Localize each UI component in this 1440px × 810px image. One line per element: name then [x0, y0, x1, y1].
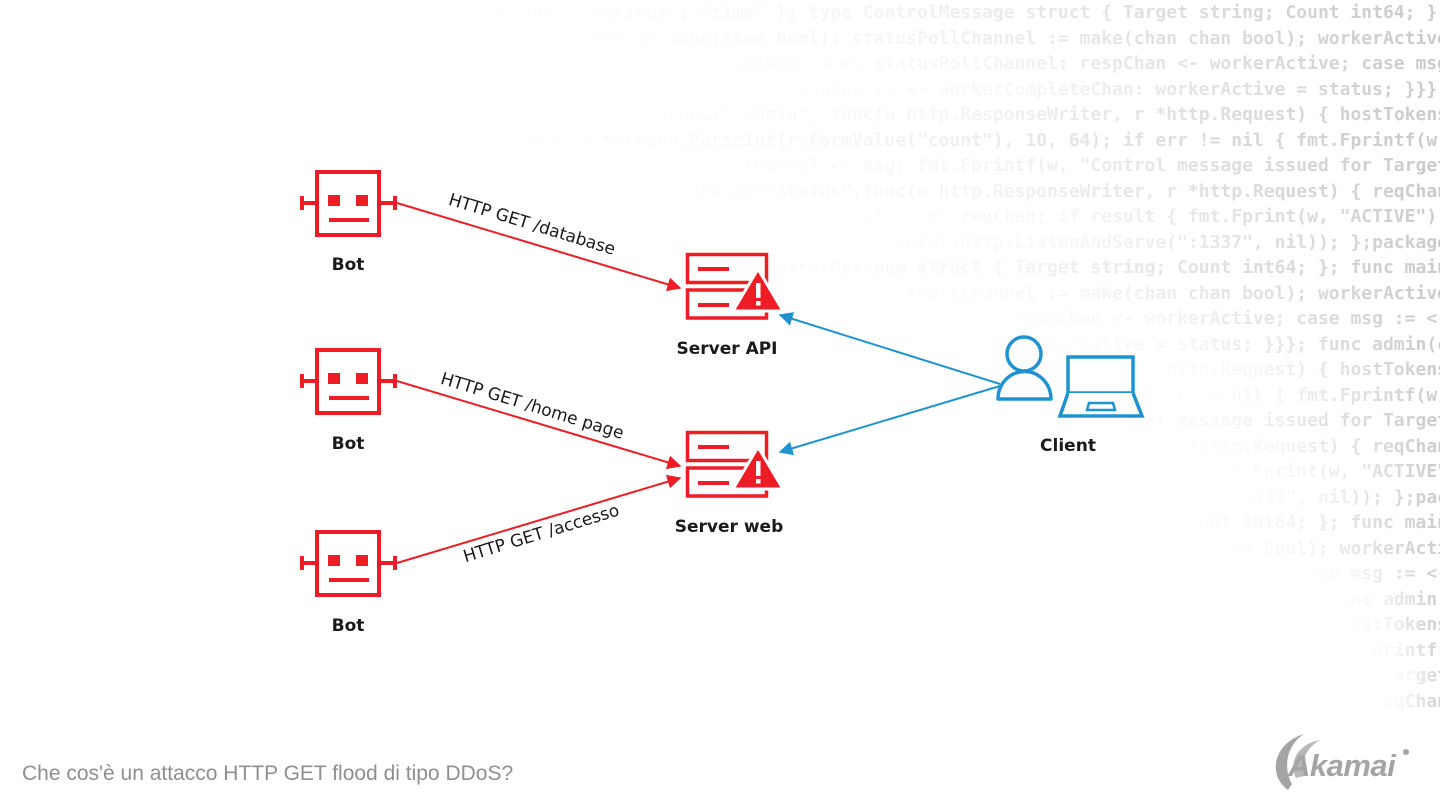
ddos-diagram: Bot Bot Bot Server API Server web Client…	[300, 170, 1145, 636]
server-web-icon	[685, 430, 786, 498]
client-label: Client	[1040, 436, 1096, 456]
user-icon	[996, 335, 1053, 401]
bot-icon	[300, 170, 397, 237]
akamai-logo: Akamai	[1268, 732, 1428, 794]
server-api-label: Server API	[676, 339, 778, 359]
warning-triangle-icon	[730, 444, 786, 491]
akamai-logo-text: Akamai	[1288, 748, 1396, 783]
server-web-label: Server web	[674, 517, 784, 537]
laptop-icon	[1057, 355, 1145, 418]
page-title: Che cos'è un attacco HTTP GET flood di t…	[22, 762, 514, 785]
bot-icon	[300, 348, 397, 415]
warning-triangle-icon	[730, 266, 786, 313]
edge-bot-1-to-server-api	[396, 202, 682, 292]
edge-client-to-server-api	[778, 312, 1001, 385]
edge-bot-2-to-server-web	[396, 380, 682, 470]
bot-label: Bot	[331, 255, 365, 275]
server-api-icon	[685, 252, 786, 320]
akamai-swoosh-icon	[1275, 734, 1409, 790]
edge-client-to-server-web	[778, 385, 1001, 456]
bot-label: Bot	[331, 434, 365, 454]
diagram-canvas	[300, 170, 1145, 597]
edge-bot-3-to-server-web	[396, 474, 682, 564]
bot-label: Bot	[331, 616, 365, 636]
bot-icon	[300, 530, 397, 597]
